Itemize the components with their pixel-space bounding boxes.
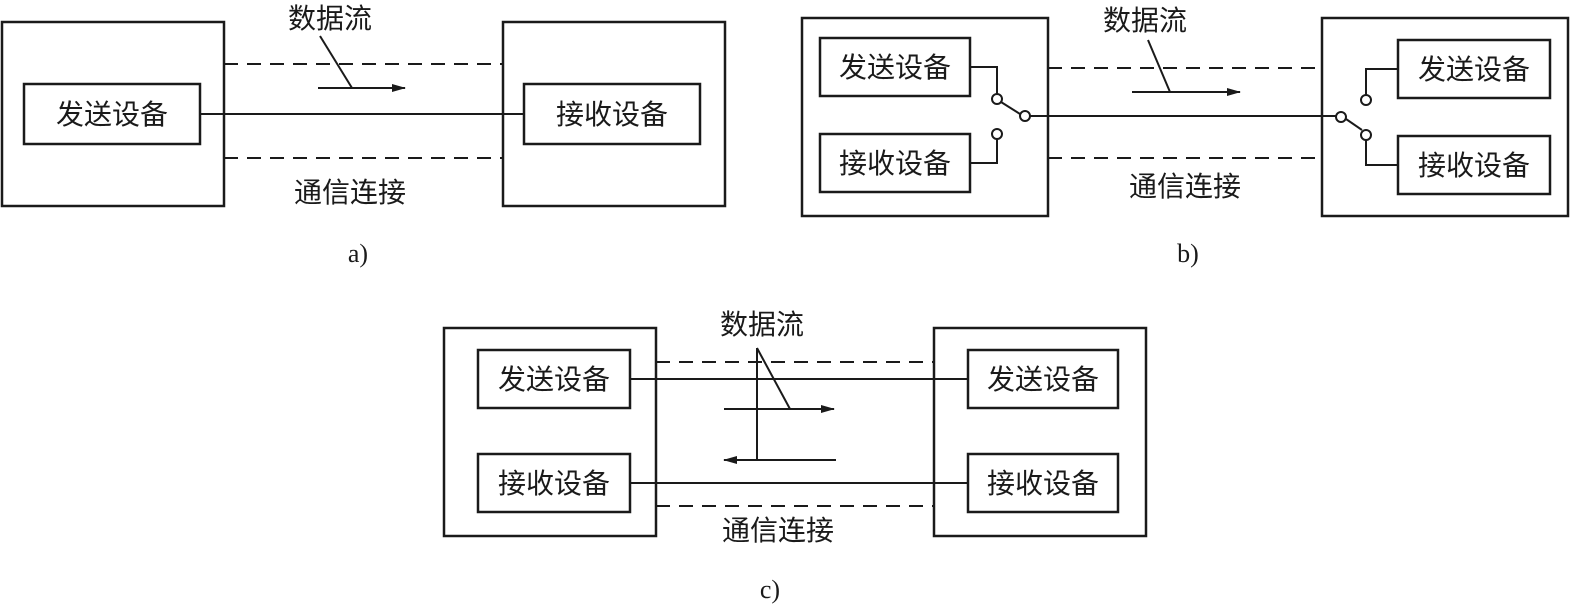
c-data-flow-label: 数据流 [720,308,804,341]
a-data-flow-label: 数据流 [288,2,372,35]
c-left-receive-device-box [476,452,632,514]
b-right-send-device-label: 发送设备 [1418,53,1530,86]
a-receive-device-box [522,82,702,146]
b-left-switch-pivot [1019,110,1031,122]
b-right-receive-device-box [1396,134,1552,196]
a-connection-label: 通信连接 [294,176,406,209]
b-right-send-wire [1365,68,1398,95]
c-right-send-device-label: 发送设备 [987,363,1099,396]
b-left-switch-arm [1000,101,1021,115]
b-right-switch-pivot [1335,111,1347,123]
b-right-send-device-box [1396,38,1552,100]
b-right-switch-contact-top [1360,94,1372,106]
b-right-receive-wire [1365,140,1398,166]
b-left-receive-wire [970,139,998,164]
a-send-device-label: 发送设备 [56,98,168,131]
b-left-send-device-label: 发送设备 [839,51,951,84]
caption-a: a) [348,239,368,268]
b-data-flow-label: 数据流 [1103,4,1187,37]
b-left-switch-contact-top [991,93,1003,105]
c-right-receive-device-box [966,452,1120,514]
b-right-receive-device-label: 接收设备 [1418,149,1530,182]
c-right-receive-device-label: 接收设备 [987,467,1099,500]
caption-b: b) [1177,239,1199,268]
b-right-switch-arm [1345,118,1363,131]
b-data-flow-leader [1147,39,1171,93]
b-left-switch-contact-bottom [991,128,1003,140]
b-left-send-wire [970,66,998,95]
c-left-receive-device-label: 接收设备 [498,467,610,500]
a-data-flow-leader [319,35,353,89]
b-right-switch-contact-bottom [1360,129,1372,141]
c-connection-label: 通信连接 [722,514,834,547]
caption-c: c) [760,575,780,604]
c-left-send-device-box [476,348,632,410]
a-receive-device-label: 接收设备 [556,98,668,131]
b-left-receive-device-label: 接收设备 [839,147,951,180]
panel-b: 发送设备 接收设备 数据流 通信连接 发送设备 接收设备 b) [800,4,1570,268]
c-left-send-device-label: 发送设备 [498,363,610,396]
panel-a: 发送设备 接收设备 数据流 通信连接 a) [0,2,727,268]
c-right-send-device-box [966,348,1120,410]
c-data-flow-leader-right [756,347,791,410]
a-send-device-box [22,82,202,146]
b-connection-label: 通信连接 [1129,170,1241,203]
panel-c: 发送设备 接收设备 发送设备 接收设备 数据流 通信连接 c) [442,308,1148,604]
